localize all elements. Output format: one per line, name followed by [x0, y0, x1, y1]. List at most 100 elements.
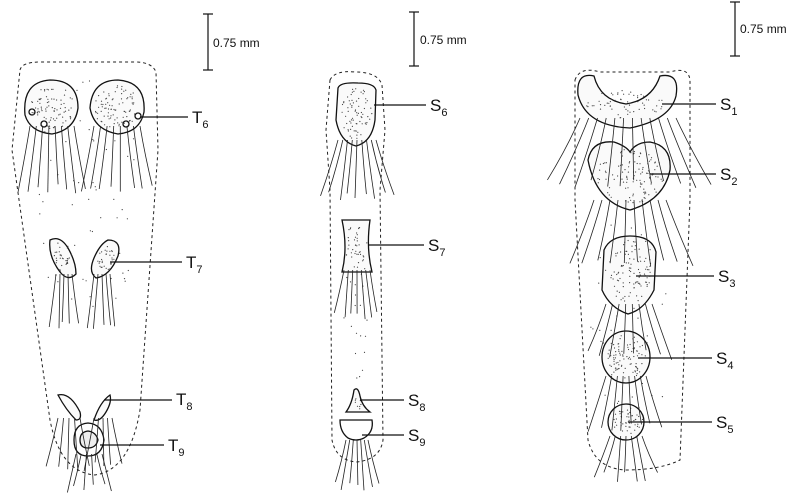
- stipple-dot: [48, 277, 49, 278]
- stipple-dot: [661, 106, 662, 107]
- stipple-dot: [635, 419, 636, 420]
- stipple-dot: [90, 296, 91, 297]
- seta: [355, 140, 357, 198]
- stipple-dot: [637, 373, 638, 374]
- stipple-dot: [98, 107, 99, 108]
- stipple-dot: [654, 162, 655, 163]
- stipple-dot: [97, 118, 98, 119]
- label-letter: S: [408, 391, 419, 410]
- stipple-dot: [592, 328, 593, 329]
- stipple-dot: [613, 361, 614, 362]
- stipple-dot: [656, 111, 657, 112]
- stipple-dot: [609, 350, 610, 351]
- stipple-dot: [345, 116, 346, 117]
- stipple-dot: [356, 377, 357, 378]
- stipple-dot: [634, 161, 635, 162]
- stipple-dot: [358, 262, 359, 263]
- stipple-dot: [51, 89, 52, 90]
- stipple-dot: [367, 100, 368, 101]
- stipple-dot: [608, 358, 609, 359]
- stipple-dot: [356, 131, 357, 132]
- stipple-dot: [634, 430, 635, 431]
- stipple-dot: [357, 234, 358, 235]
- stipple-dot: [360, 134, 361, 135]
- stipple-dot: [105, 104, 106, 105]
- seta: [59, 274, 60, 328]
- stipple-dot: [53, 118, 54, 119]
- stipple-dot: [600, 109, 601, 110]
- stipple-dot: [132, 96, 133, 97]
- seta: [112, 418, 122, 464]
- stipple-dot: [369, 119, 370, 120]
- seta: [368, 440, 379, 484]
- stipple-dot: [636, 281, 637, 282]
- label-letter: T: [168, 436, 178, 455]
- stipple-dot: [121, 93, 122, 94]
- stipple-dot: [113, 114, 114, 115]
- stipple-dot: [355, 88, 356, 89]
- stipple-dot: [613, 372, 614, 373]
- stipple-dot: [112, 98, 113, 99]
- stipple-dot: [44, 89, 45, 90]
- stipple-dot: [659, 100, 660, 101]
- stipple-dot: [359, 252, 360, 253]
- stipple-dot: [621, 366, 622, 367]
- stipple-dot: [631, 251, 632, 252]
- stipple-dot: [122, 102, 123, 103]
- stipple-dot: [98, 95, 99, 96]
- stipple-dot: [640, 186, 641, 187]
- stipple-dot: [626, 356, 627, 357]
- stipple-dot: [97, 113, 98, 114]
- seta: [140, 126, 152, 186]
- stipple-dot: [38, 111, 39, 112]
- stipple-dot: [106, 98, 107, 99]
- seta: [351, 270, 353, 314]
- stipple-dot: [125, 281, 126, 282]
- stipple-dot: [601, 93, 602, 94]
- stipple-dot: [364, 352, 365, 353]
- stipple-dot: [615, 354, 616, 355]
- sternite-6-plate: [336, 83, 376, 146]
- stipple-dot: [121, 122, 122, 123]
- stipple-dot: [47, 89, 48, 90]
- stipple-dot: [352, 126, 353, 127]
- stipple-dot: [72, 204, 73, 205]
- label-subscript: 9: [419, 437, 425, 449]
- seta: [108, 418, 111, 465]
- stipple-dot: [109, 126, 110, 127]
- stipple-dot: [611, 197, 612, 198]
- stipple-dot: [611, 99, 612, 100]
- stipple-dot: [104, 108, 105, 109]
- stipple-dot: [360, 404, 361, 405]
- stipple-dot: [356, 245, 357, 246]
- stipple-dot: [56, 118, 57, 119]
- stipple-dot: [351, 119, 352, 120]
- stipple-dot: [642, 172, 643, 173]
- stipple-dot: [371, 113, 372, 114]
- stipple-dot: [126, 98, 127, 99]
- stipple-dot: [630, 92, 631, 93]
- stipple-dot: [620, 413, 621, 414]
- scale-bar-2: 0.75 mm: [409, 12, 467, 66]
- stipple-dot: [370, 108, 371, 109]
- stipple-dot: [603, 163, 604, 164]
- stipple-dot: [95, 186, 96, 187]
- stipple-dot: [629, 197, 630, 198]
- stipple-dot: [366, 320, 367, 321]
- stipple-dot: [614, 100, 615, 101]
- stipple-dot: [357, 132, 358, 133]
- stipple-dot: [111, 263, 112, 264]
- stipple-dot: [350, 228, 351, 229]
- stipple-dot: [127, 218, 128, 219]
- stipple-dot: [635, 171, 636, 172]
- stipple-dot: [615, 414, 616, 415]
- stipple-dot: [351, 326, 352, 327]
- stipple-dot: [41, 108, 42, 109]
- stipple-dot: [100, 217, 101, 218]
- stipple-dot: [95, 111, 96, 112]
- stipple-dot: [636, 180, 637, 181]
- stipple-dot: [631, 351, 632, 352]
- stipple-dot: [67, 258, 68, 259]
- label-letter: T: [192, 108, 202, 127]
- stipple-dot: [609, 365, 610, 366]
